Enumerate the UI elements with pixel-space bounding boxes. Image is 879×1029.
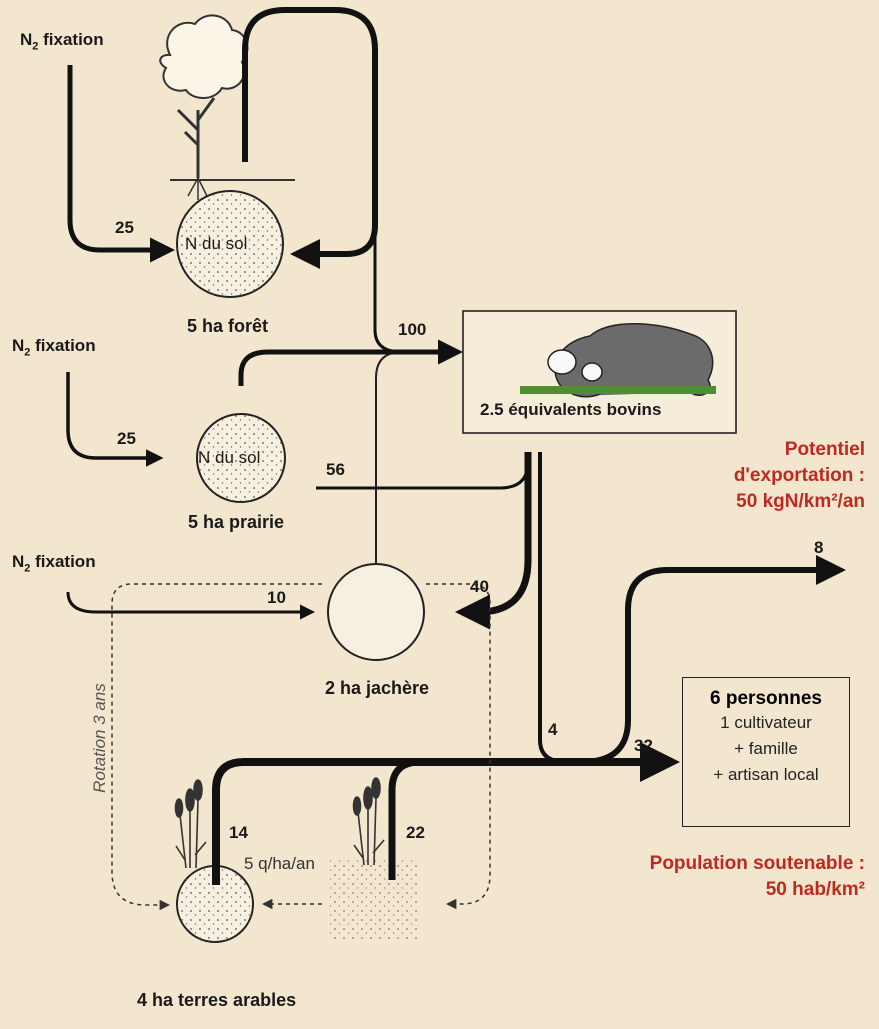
population-note-line-1: Population soutenable : bbox=[649, 853, 865, 874]
flow-value-prairie-out: 56 bbox=[326, 460, 345, 479]
people-line-2: + famille bbox=[734, 739, 798, 758]
rotation-dotted-arrow-3 bbox=[426, 583, 491, 910]
cattle-icon bbox=[520, 323, 716, 398]
flow-value-crop1: 14 bbox=[229, 823, 248, 842]
population-note-line-2: 50 hab/km² bbox=[765, 879, 865, 900]
manure-to-people-flow bbox=[538, 452, 664, 772]
prairie-soil-label: N du sol bbox=[198, 448, 261, 467]
prairie-caption: 5 ha prairie bbox=[188, 512, 285, 532]
forest-fixation-arrow bbox=[67, 65, 175, 263]
rotation-dotted-arrow-1 bbox=[111, 583, 322, 911]
forest-soil-label: N du sol bbox=[185, 234, 248, 253]
yield-caption: 5 q/ha/an bbox=[244, 854, 315, 873]
tree-icon bbox=[159, 14, 295, 200]
people-title: 6 personnes bbox=[710, 688, 822, 709]
flow-value-to-people: 32 bbox=[634, 736, 653, 755]
export-note: Potentiel d'exportation : 50 kgN/km²/an bbox=[734, 437, 865, 515]
people-box: 6 personnes 1 cultivateur + famille + ar… bbox=[682, 677, 850, 827]
flow-value-crop2: 22 bbox=[406, 823, 425, 842]
arable-caption: 4 ha terres arables bbox=[137, 990, 297, 1010]
prairie-out-flow bbox=[316, 461, 530, 490]
flow-value-to-jachere: 40 bbox=[470, 577, 489, 596]
fixation-label-jachere: N2 fixation bbox=[12, 552, 96, 575]
people-line-1: 1 cultivateur bbox=[720, 713, 812, 732]
flow-value-prairie-in: 25 bbox=[117, 429, 136, 448]
export-note-line-1: Potentiel bbox=[784, 439, 865, 460]
export-note-line-2: d'exportation : bbox=[733, 465, 865, 486]
rotation-caption: Rotation 3 ans bbox=[90, 683, 109, 793]
flow-value-export: 8 bbox=[814, 538, 824, 557]
field-dots bbox=[330, 860, 420, 940]
crop2-flow bbox=[388, 758, 421, 880]
prairie-fixation-arrow bbox=[66, 372, 164, 467]
fixation-label-prairie: N2 fixation bbox=[12, 336, 96, 359]
jachere-fixation-arrow bbox=[66, 591, 315, 620]
export-note-line-3: 50 kgN/km²/an bbox=[736, 491, 865, 512]
prairie-to-cattle-flow bbox=[238, 339, 463, 386]
forest-return-flow bbox=[242, 7, 378, 269]
forest-caption: 5 ha forêt bbox=[187, 316, 269, 336]
cattle-caption: 2.5 équivalents bovins bbox=[480, 400, 662, 419]
flow-value-forest-in: 25 bbox=[115, 218, 134, 237]
jachere-circle bbox=[327, 563, 425, 661]
flow-value-to-cattle: 100 bbox=[398, 320, 427, 339]
export-flow bbox=[581, 555, 846, 765]
crop-plant-icon-2 bbox=[352, 777, 385, 866]
flow-value-jachere-in: 10 bbox=[267, 588, 286, 607]
crop-plant-icon bbox=[174, 779, 207, 869]
people-line-3: + artisan local bbox=[713, 765, 819, 784]
flow-value-manure-small: 4 bbox=[548, 720, 558, 739]
crop1-flow bbox=[212, 742, 680, 885]
population-note: Population soutenable : 50 hab/km² bbox=[650, 851, 865, 903]
fixation-label-forest: N2 fixation bbox=[20, 30, 104, 53]
jachere-caption: 2 ha jachère bbox=[325, 678, 430, 698]
manure-to-jachere-flow bbox=[455, 452, 532, 630]
